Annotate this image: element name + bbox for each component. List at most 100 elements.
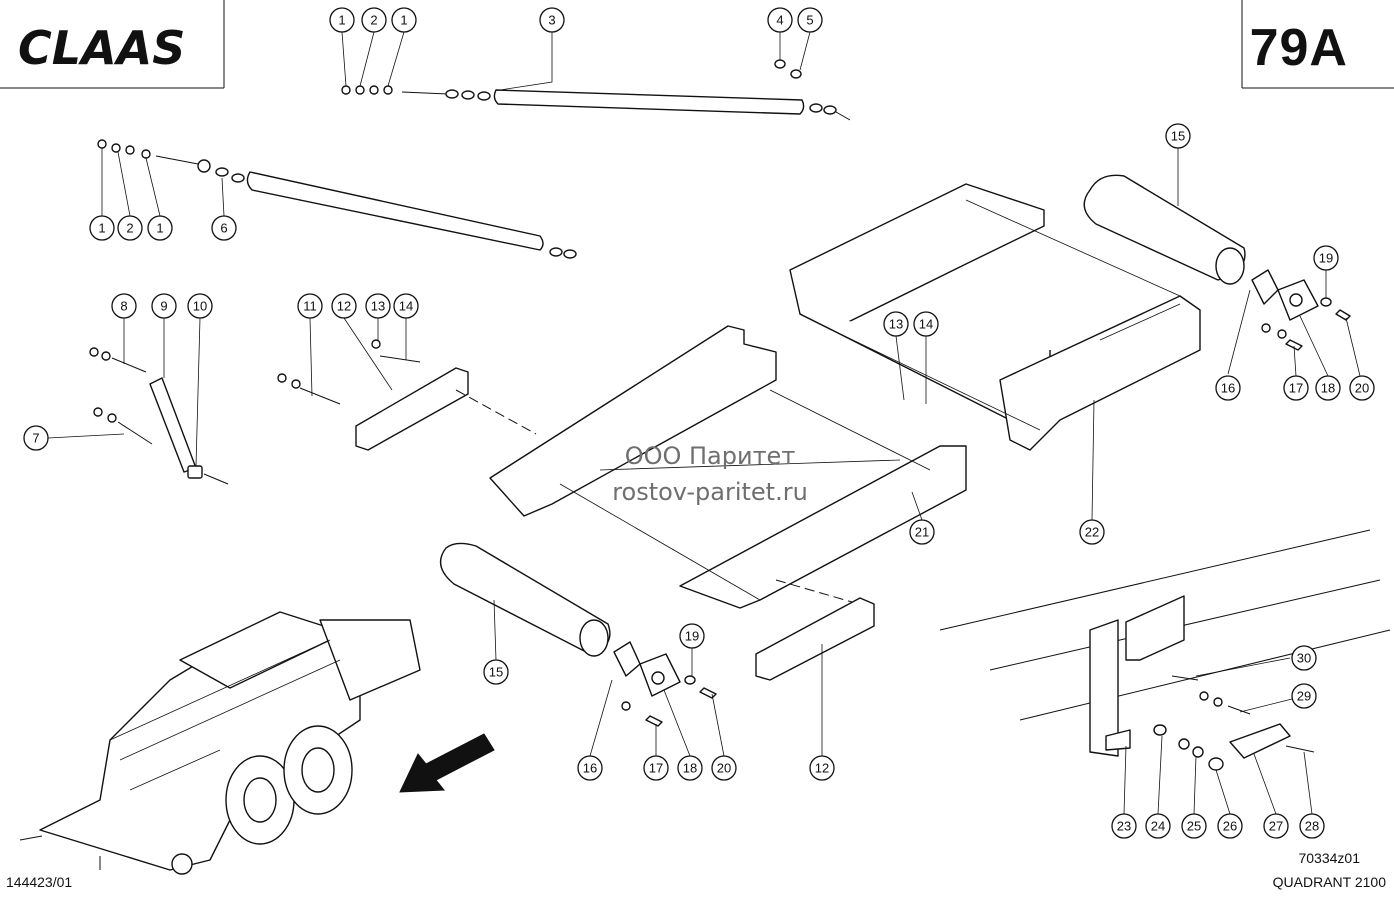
callout-label: 23	[1117, 819, 1131, 834]
callout-13: 13	[365, 293, 391, 319]
callout-label: 3	[548, 13, 555, 28]
callout-circle	[89, 215, 115, 241]
claas-logo: CLAAS	[18, 22, 185, 72]
callout-label: 12	[815, 761, 829, 776]
callout-1: 1	[391, 7, 417, 33]
callout-circle	[329, 7, 355, 33]
callout-label: 28	[1305, 819, 1319, 834]
callout-label: 20	[717, 761, 731, 776]
callout-30: 30	[1291, 645, 1317, 671]
callout-label: 4	[776, 13, 783, 28]
callout-15: 15	[1165, 123, 1191, 149]
baler-machine-illustration	[19, 611, 421, 875]
callout-5: 5	[797, 7, 823, 33]
callout-label: 15	[489, 665, 503, 680]
callout-18: 18	[677, 755, 703, 781]
callout-circle	[393, 293, 419, 319]
callout-label: 17	[1289, 381, 1303, 396]
leader-lines	[47, 31, 1361, 815]
callout-circle	[643, 755, 669, 781]
callout-14: 14	[913, 311, 939, 337]
callout-label: 7	[32, 431, 39, 446]
callout-21: 21	[909, 519, 935, 545]
callout-label: 18	[683, 761, 697, 776]
callout-label: 26	[1223, 819, 1237, 834]
callout-circle	[117, 215, 143, 241]
callout-circle	[1145, 813, 1171, 839]
callout-label: 5	[806, 13, 813, 28]
callout-label: 15	[1171, 129, 1185, 144]
callout-circle	[679, 623, 705, 649]
callout-18: 18	[1315, 375, 1341, 401]
callout-circle	[1283, 375, 1309, 401]
callout-circle	[1291, 645, 1317, 671]
callout-12: 12	[331, 293, 357, 319]
callout-circle	[111, 293, 137, 319]
callout-label: 19	[685, 629, 699, 644]
roller-upper-right	[1083, 174, 1246, 285]
callout-6: 6	[211, 215, 237, 241]
callout-circle	[1349, 375, 1375, 401]
callout-17: 17	[643, 755, 669, 781]
callout-22: 22	[1079, 519, 1105, 545]
callout-29: 29	[1291, 683, 1317, 709]
callout-10: 10	[187, 293, 213, 319]
callout-circle	[913, 311, 939, 337]
callout-3: 3	[539, 7, 565, 33]
callout-20: 20	[1349, 375, 1375, 401]
callout-circle	[809, 755, 835, 781]
callout-circle	[909, 519, 935, 545]
callout-circle	[1263, 813, 1289, 839]
callout-circle	[577, 755, 603, 781]
callout-9: 9	[151, 293, 177, 319]
callout-circle	[1079, 519, 1105, 545]
callout-circle	[483, 659, 509, 685]
callout-label: 9	[160, 299, 167, 314]
callout-label: 11	[303, 299, 317, 314]
callout-circle	[365, 293, 391, 319]
frame-center	[489, 325, 967, 609]
callout-circle	[361, 7, 387, 33]
callout-15: 15	[483, 659, 509, 685]
callout-label: 2	[126, 221, 133, 236]
callout-25: 25	[1181, 813, 1207, 839]
callout-4: 4	[767, 7, 793, 33]
callout-2: 2	[117, 215, 143, 241]
callout-label: 29	[1297, 689, 1311, 704]
callout-1: 1	[329, 7, 355, 33]
callout-label: 1	[98, 221, 105, 236]
callout-circle	[1217, 813, 1243, 839]
callout-circle	[1111, 813, 1137, 839]
bearing-assembly-right	[1251, 269, 1351, 351]
callout-label: 30	[1297, 651, 1311, 666]
callout-16: 16	[577, 755, 603, 781]
callout-label: 2	[370, 13, 377, 28]
callout-label: 16	[1221, 381, 1235, 396]
callout-23: 23	[1111, 813, 1137, 839]
linkage-left	[89, 347, 229, 485]
callout-circle	[331, 293, 357, 319]
callout-14: 14	[393, 293, 419, 319]
callout-12: 12	[809, 755, 835, 781]
brand-text: CLAAS	[18, 22, 185, 72]
callout-label: 14	[399, 299, 413, 314]
callout-label: 1	[338, 13, 345, 28]
callout-1: 1	[89, 215, 115, 241]
callout-label: 17	[649, 761, 663, 776]
callout-circle	[187, 293, 213, 319]
frame-upper-right	[789, 183, 1201, 451]
callout-11: 11	[297, 293, 323, 319]
callout-circle	[1313, 245, 1339, 271]
callout-label: 22	[1085, 525, 1099, 540]
tube-assembly-top	[341, 59, 851, 121]
callout-26: 26	[1217, 813, 1243, 839]
callout-label: 25	[1187, 819, 1201, 834]
plate-lower	[755, 597, 875, 681]
footer-left-code: 144423/01	[6, 874, 73, 890]
callout-circle	[711, 755, 737, 781]
callout-24: 24	[1145, 813, 1171, 839]
callout-label: 20	[1355, 381, 1369, 396]
callout-label: 1	[156, 221, 163, 236]
callout-label: 16	[583, 761, 597, 776]
